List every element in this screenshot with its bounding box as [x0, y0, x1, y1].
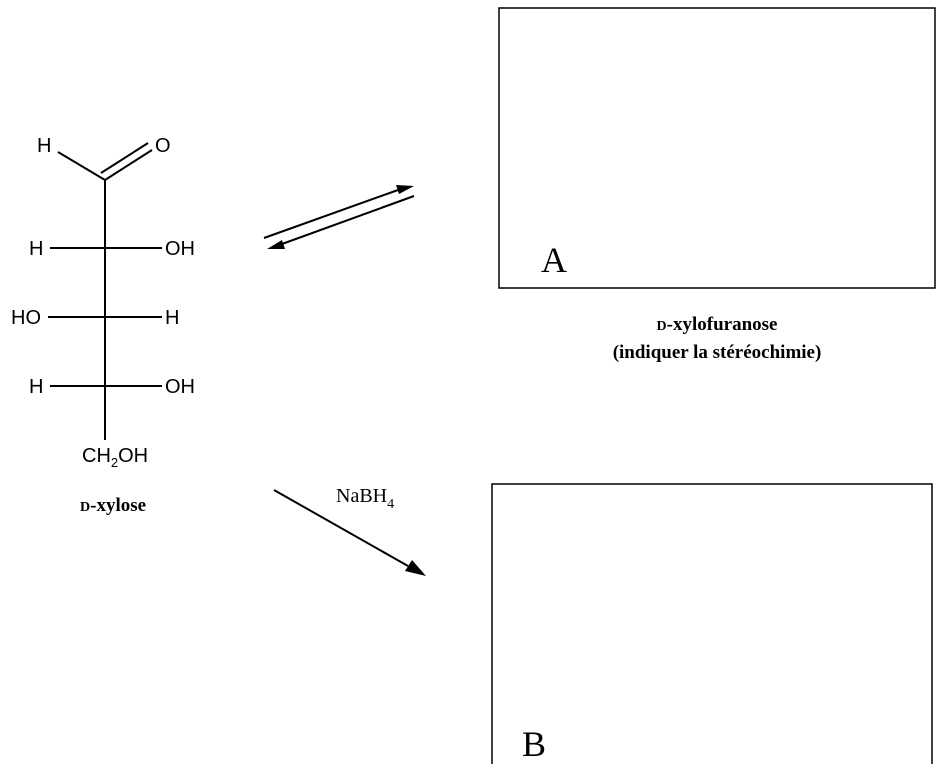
reagent-main: NaBH [336, 485, 387, 507]
equilibrium-arrows [263, 185, 415, 249]
molecule-name: D-xylose [80, 495, 146, 516]
answer-box-a [498, 7, 936, 289]
aldehyde-ch-bond [57, 151, 106, 181]
c3-left-label: HO [11, 307, 41, 329]
box-b-letter: B [522, 724, 546, 764]
c5-subscript: 2 [111, 455, 118, 470]
forward-arrow-head [396, 185, 414, 194]
reduction-arrow: NaBH4 [273, 485, 426, 576]
forward-arrow-shaft [263, 189, 399, 239]
c2-right-label: OH [165, 238, 195, 260]
aldehyde-co-double-bond [100, 142, 149, 174]
product-a-section: A D-xylofuranose (indiquer la stéréochim… [498, 7, 936, 363]
c5-label: CH2OH [82, 445, 148, 470]
c3-right-label: H [165, 307, 179, 329]
box-a-letter: A [541, 240, 567, 280]
answer-box-b [491, 483, 933, 764]
d-xylose-structure: H O H OH HO H H OH CH2OH D-xylose [11, 135, 195, 516]
reduction-arrow-head [405, 560, 426, 576]
c2-left-label: H [29, 238, 43, 260]
c4-right-label: OH [165, 376, 195, 398]
reagent-subscript: 4 [387, 497, 394, 512]
product-a-caption-prefix: D [657, 319, 667, 334]
aldehyde-o-label: O [155, 135, 171, 157]
molecule-name-prefix: D [80, 500, 90, 515]
aldehyde-h-label: H [37, 135, 51, 157]
reagent-label: NaBH4 [336, 485, 394, 512]
reverse-arrow-shaft [281, 195, 415, 245]
reduction-arrow-shaft [273, 489, 409, 567]
reverse-arrow-head [267, 240, 285, 249]
product-a-caption: D-xylofuranose [657, 314, 778, 335]
c5-ch-text: CH [82, 445, 111, 467]
molecule-name-suffix: -xylose [90, 495, 146, 516]
product-a-caption-name: -xylofuranose [667, 314, 778, 335]
product-a-note: (indiquer la stéréochimie) [613, 342, 822, 363]
aldehyde-co-bond [104, 149, 153, 181]
c4-left-label: H [29, 376, 43, 398]
c5-oh-text: OH [118, 445, 148, 467]
product-b-section: B [491, 483, 933, 764]
